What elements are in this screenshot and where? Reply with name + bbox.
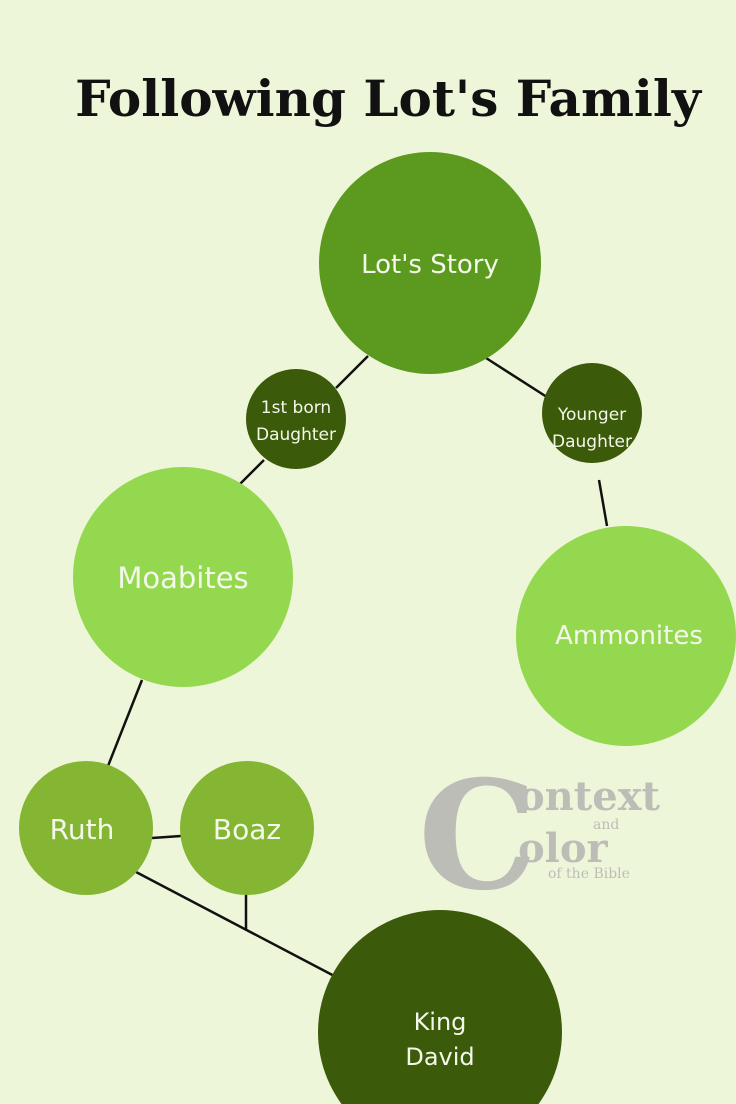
connector-younger-ammonites bbox=[597, 479, 609, 527]
node-boaz-label: Boaz bbox=[213, 813, 281, 846]
logo-c: C bbox=[418, 748, 537, 924]
node-ruth: Ruth bbox=[19, 761, 153, 895]
node-lot-label: Lot's Story bbox=[361, 250, 499, 280]
node-firstborn-line1: 1st born bbox=[261, 398, 331, 418]
node-firstborn-line2: Daughter bbox=[256, 425, 336, 445]
connector-ruth-david bbox=[135, 870, 341, 981]
node-younger-line1: Younger bbox=[557, 405, 626, 425]
logo: C ontext and olor of the Bible bbox=[418, 748, 661, 924]
node-ammonites: Ammonites bbox=[516, 526, 736, 746]
connector-lot-younger bbox=[485, 356, 551, 401]
node-david-line1: King bbox=[414, 1008, 467, 1036]
node-david-line2: David bbox=[405, 1043, 474, 1071]
connectors bbox=[106, 355, 609, 981]
connector-ruth-boaz bbox=[151, 834, 182, 840]
page-title: Following Lot's Family bbox=[75, 69, 703, 128]
node-moabites: Moabites bbox=[73, 467, 293, 687]
node-moabites-label: Moabites bbox=[117, 561, 248, 595]
logo-tagline: of the Bible bbox=[548, 866, 630, 882]
logo-olor: olor bbox=[518, 825, 609, 872]
node-ruth-label: Ruth bbox=[50, 813, 115, 846]
connector-lot-firstborn bbox=[335, 355, 369, 389]
node-firstborn: 1st born Daughter bbox=[246, 369, 346, 469]
node-lot: Lot's Story bbox=[319, 152, 541, 374]
node-boaz: Boaz bbox=[180, 761, 314, 895]
node-younger-line2: Daughter bbox=[552, 432, 632, 452]
node-ammonites-label: Ammonites bbox=[555, 621, 703, 651]
connector-moabites-ruth bbox=[106, 679, 144, 767]
node-david: King David bbox=[318, 910, 562, 1104]
connector-firstborn-moabites bbox=[239, 459, 265, 485]
logo-ontext: ontext bbox=[518, 773, 661, 820]
logo-and: and bbox=[593, 817, 619, 833]
node-younger: Younger Daughter bbox=[542, 363, 642, 463]
